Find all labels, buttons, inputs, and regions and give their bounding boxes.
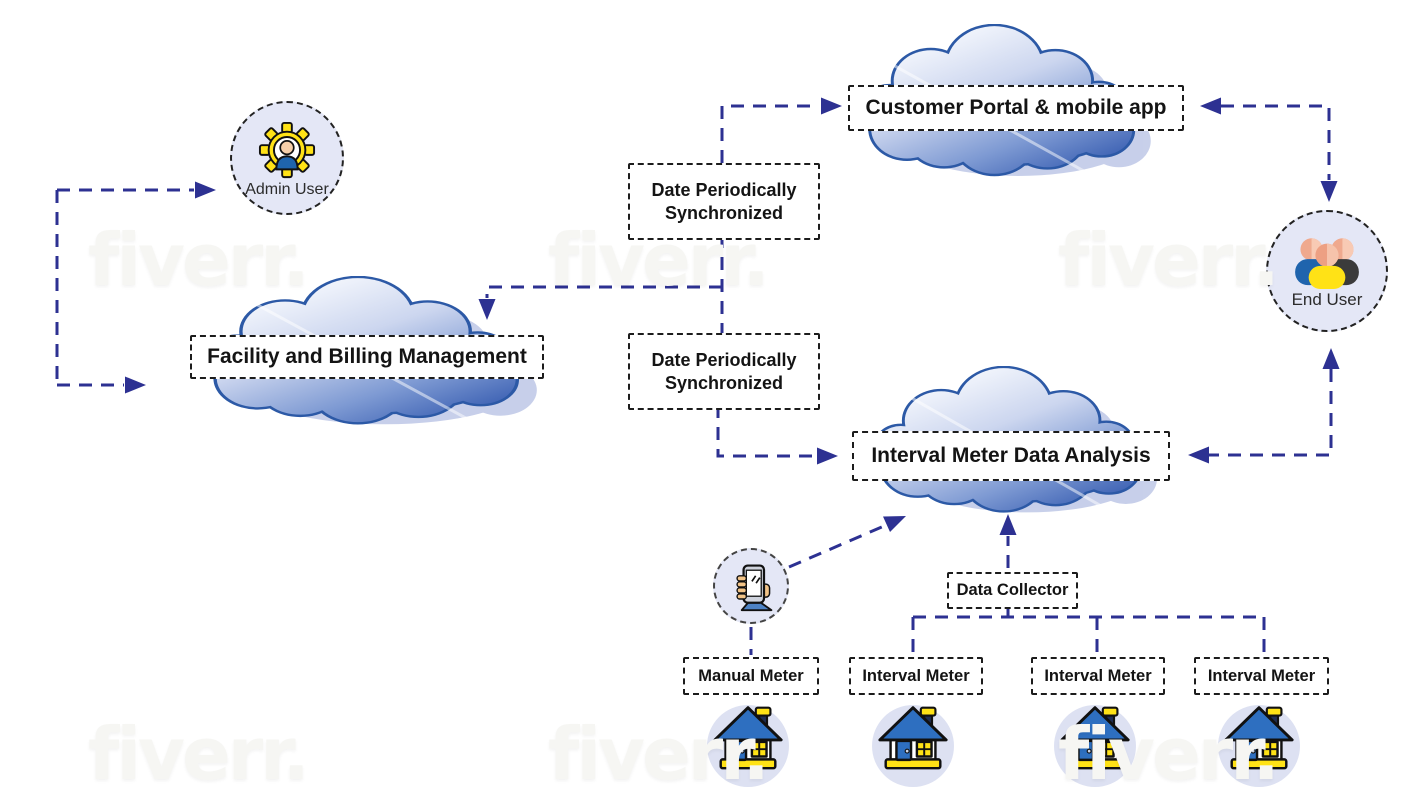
customer-portal-label: Customer Portal & mobile app bbox=[848, 85, 1184, 131]
interval-meter-label-1: Interval Meter bbox=[849, 657, 983, 695]
sync-box-bottom: Date Periodically Synchronized bbox=[628, 333, 820, 410]
interval-meter-label-2: Interval Meter bbox=[1031, 657, 1165, 695]
user-group-icon bbox=[1295, 237, 1359, 289]
gear-user-icon bbox=[258, 121, 316, 178]
facility-billing-label: Facility and Billing Management bbox=[190, 335, 544, 379]
arrowhead-interval-right bbox=[1188, 446, 1209, 464]
interval-meter-label-3: Interval Meter bbox=[1194, 657, 1329, 695]
admin-user-node: Admin User bbox=[230, 101, 344, 215]
end-user-node: End User bbox=[1266, 210, 1388, 332]
meter-reader-node bbox=[713, 548, 789, 624]
interval-analysis-label: Interval Meter Data Analysis bbox=[852, 431, 1170, 481]
watermark: fiverr. bbox=[1058, 218, 1280, 302]
watermark: fiverr. bbox=[88, 712, 310, 796]
admin-user-label: Admin User bbox=[245, 180, 329, 198]
connector-sync-to-interval bbox=[716, 405, 814, 458]
hand-phone-icon bbox=[736, 564, 773, 612]
arrowhead-enduser-bottom bbox=[1322, 348, 1340, 369]
house-icon bbox=[713, 706, 783, 770]
arrowhead-admin bbox=[195, 181, 216, 199]
house-icon bbox=[1060, 706, 1130, 770]
connector-portal-enduser bbox=[1221, 104, 1331, 180]
arrowhead-portal-left bbox=[821, 97, 842, 115]
sync-box-top: Date Periodically Synchronized bbox=[628, 163, 820, 240]
arrowhead-enduser-top bbox=[1320, 181, 1338, 202]
arrowhead-interval-left bbox=[817, 447, 838, 465]
manual-meter-label: Manual Meter bbox=[683, 657, 819, 695]
end-user-label: End User bbox=[1291, 289, 1363, 309]
house-icon bbox=[1224, 706, 1294, 770]
arrowhead-portal-right bbox=[1200, 97, 1221, 115]
connector-sync-to-portal bbox=[720, 104, 818, 163]
arrowhead-facility-left bbox=[125, 376, 146, 394]
data-collector-label: Data Collector bbox=[947, 572, 1078, 609]
connector-enduser-interval bbox=[1209, 369, 1333, 457]
house-icon bbox=[878, 706, 948, 770]
connector-phone-to-cloud bbox=[788, 524, 885, 569]
